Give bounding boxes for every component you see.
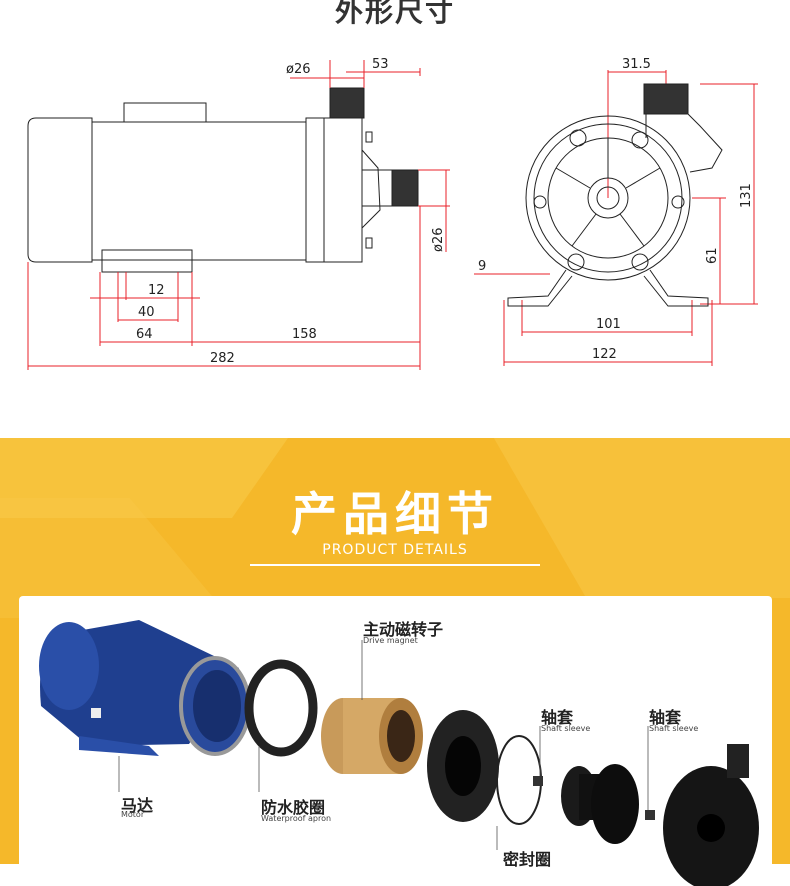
dim-label: ø26 [431,228,446,253]
front-view-drawing [507,83,723,307]
part-label-seal-ring: 密封圈 [503,850,552,869]
title-underline [250,564,540,566]
dim-label: 40 [138,305,155,320]
drive-magnet-illustration [321,698,423,774]
dim-label: 64 [136,327,153,342]
dimension-title: 外形尺寸 [334,0,455,28]
part-sublabel-waterproof-apron: Waterproof apron [261,814,332,823]
dim-label: 53 [372,57,389,72]
exploded-view-card: 主动磁转子 Drive magnet 轴套 Shaft sleeve 轴套 Sh… [19,596,772,886]
dim-label: 61 [705,247,720,264]
motor-illustration [39,620,251,756]
shaft-sleeve-illustration [645,810,655,820]
impeller-illustration [561,764,639,844]
dim-label: 12 [148,283,165,298]
part-sublabel-shaft-sleeve-2: Shaft sleeve [649,724,699,733]
part-sublabel-motor: Motor [121,810,145,819]
dim-label: 158 [292,327,317,342]
part-sublabel-drive-magnet: Drive magnet [363,636,418,645]
part-label-drive-magnet: 主动磁转子 [363,620,444,639]
dim-label: 31.5 [622,57,651,72]
part-label-motor: 马达 [121,796,154,815]
pump-head-illustration [663,744,759,886]
part-label-shaft-sleeve-1: 轴套 [541,708,574,727]
dimension-drawing: ø26 53 ø26 12 40 64 158 282 31.5 131 9 6… [27,57,758,370]
dimension-section: 外形尺寸 [0,0,790,438]
dim-label: 122 [592,347,617,362]
dim-label: ø26 [286,62,311,77]
dim-label: 131 [739,183,754,208]
part-label-shaft-sleeve-2: 轴套 [649,708,682,727]
part-sublabel-shaft-sleeve-1: Shaft sleeve [541,724,591,733]
dim-label: 9 [478,259,486,274]
waterproof-apron-illustration [244,659,318,757]
exploded-parts-drawing [39,620,759,886]
dim-label: 101 [596,317,621,332]
rear-casing-illustration [427,710,499,822]
part-label-waterproof-apron: 防水胶圈 [261,798,326,817]
details-title: 产品细节 [291,487,499,541]
dim-label: 282 [210,351,235,366]
details-subtitle: PRODUCT DETAILS [322,542,468,558]
side-view-drawing [27,87,419,273]
shaft-sleeve-illustration [533,776,543,786]
